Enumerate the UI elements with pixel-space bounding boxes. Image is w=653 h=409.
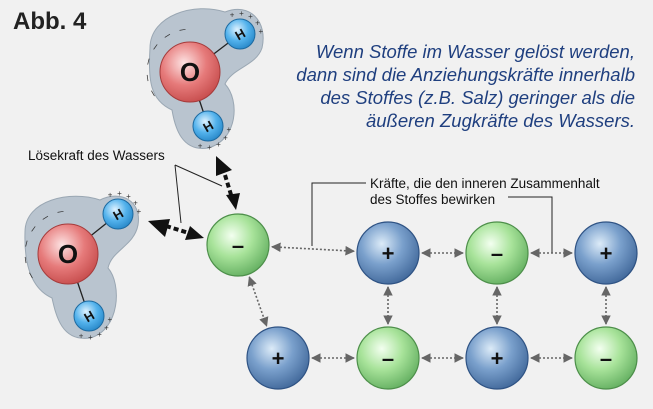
- water-arrow-left-head-out: [148, 219, 170, 237]
- ion-positive-r1c1: +: [356, 221, 420, 285]
- leader-kraefte-right: [508, 196, 553, 253]
- description-line-4: äußeren Zugkräfte des Wassers.: [365, 110, 635, 131]
- partial-positive-mark: +: [207, 143, 212, 152]
- water-arrow-top-shaft: [223, 174, 234, 199]
- ion-link-center-r1c1: [270, 242, 356, 256]
- ion-positive-r1c3: +: [574, 221, 638, 285]
- partial-positive-mark: +: [248, 12, 253, 21]
- svg-text:–: –: [19, 255, 32, 264]
- label-kraefte-line-2: des Stoffes bewirken: [370, 192, 496, 207]
- water-molecules: ––––––O+++++H+++++H––––––O+++++H+++++H: [19, 8, 264, 342]
- water-molecule-top: ––––––O+++++H+++++H: [141, 8, 264, 152]
- partial-positive-mark: +: [97, 330, 102, 339]
- description-line-1: Wenn Stoffe im Wasser gelöst werden,: [315, 41, 635, 62]
- water-arrow-left-shaft: [165, 224, 193, 236]
- label-loesekraft: Lösekraft des Wassers: [28, 148, 165, 163]
- ion-negative-r1c2: –: [465, 221, 529, 285]
- label-kraefte-line-1: Kräfte, die den inneren Zusammenhalt: [370, 176, 600, 191]
- description-text: Wenn Stoffe im Wasser gelöst werden, dan…: [255, 40, 635, 132]
- partial-positive-mark: +: [133, 198, 138, 207]
- partial-positive-mark: +: [198, 141, 203, 150]
- ion-symbol: +: [382, 241, 395, 266]
- water-molecule-left: ––––––O+++++H+++++H: [19, 189, 142, 342]
- svg-text:–: –: [141, 73, 154, 82]
- ion-symbol: +: [272, 346, 285, 371]
- water-arrow-top-head-out: [216, 156, 232, 176]
- partial-positive-mark: +: [136, 207, 141, 216]
- ion-link-center-r2c0: [247, 276, 269, 327]
- water-arrow-top-head-in: [226, 193, 240, 210]
- leader-loesekraft-2: [174, 164, 223, 187]
- hydrogen-atom-2: +++++H: [73, 300, 112, 342]
- oxygen-atom: [159, 41, 221, 103]
- figure-label: Abb. 4: [13, 8, 87, 35]
- partial-positive-mark: +: [216, 140, 221, 149]
- ion-lattice: – + – + + – + –: [206, 213, 638, 390]
- description-line-2: dann sind die Anziehungskräfte innerhalb: [296, 64, 635, 85]
- ion-positive-r2c0: +: [246, 326, 310, 390]
- partial-positive-mark: +: [108, 191, 113, 200]
- loesekraft-arrows: [148, 156, 240, 240]
- ion-negative-center: –: [206, 213, 270, 277]
- oxygen-atom: [37, 223, 99, 285]
- svg-text:–: –: [20, 238, 33, 248]
- partial-positive-mark: +: [104, 324, 109, 333]
- hydrogen-atom-2: +++++H: [192, 110, 231, 152]
- ion-symbol: –: [382, 346, 394, 371]
- partial-positive-mark: +: [117, 189, 122, 198]
- ion-links: [247, 242, 611, 363]
- partial-positive-mark: +: [107, 315, 112, 324]
- leader-loesekraft-1: [174, 164, 182, 224]
- partial-positive-mark: +: [255, 18, 260, 27]
- svg-text:–: –: [142, 56, 155, 66]
- hydrogen-atom-1: +++++H: [224, 9, 263, 50]
- partial-positive-mark: +: [88, 333, 93, 342]
- partial-positive-mark: +: [79, 331, 84, 340]
- water-arrow-left-head-in: [185, 226, 204, 240]
- partial-positive-mark: +: [230, 11, 235, 20]
- hydrogen-atom-1: +++++H: [102, 189, 141, 230]
- ion-negative-r2c1: –: [356, 326, 420, 390]
- partial-positive-mark: +: [258, 27, 263, 36]
- partial-positive-mark: +: [126, 192, 131, 201]
- ion-symbol: +: [491, 346, 504, 371]
- ion-positive-r2c2: +: [465, 326, 529, 390]
- label-kraefte: Kräfte, die den inneren Zusammenhalt des…: [370, 176, 600, 208]
- svg-text:–: –: [56, 205, 65, 218]
- ion-symbol: –: [232, 233, 244, 258]
- partial-positive-mark: +: [239, 9, 244, 18]
- description-line-3: des Stoffes (z.B. Salz) geringer als die: [320, 87, 635, 108]
- partial-positive-mark: +: [223, 134, 228, 143]
- partial-positive-mark: +: [226, 125, 231, 134]
- ion-symbol: +: [600, 241, 613, 266]
- ion-symbol: –: [600, 346, 612, 371]
- leader-kraefte-left: [311, 182, 366, 246]
- ion-symbol: –: [491, 241, 503, 266]
- leader-lines: [174, 164, 553, 253]
- oxygen-symbol: O: [180, 57, 200, 87]
- oxygen-symbol: O: [58, 239, 78, 269]
- ion-negative-r2c3: –: [574, 326, 638, 390]
- svg-text:–: –: [178, 23, 187, 36]
